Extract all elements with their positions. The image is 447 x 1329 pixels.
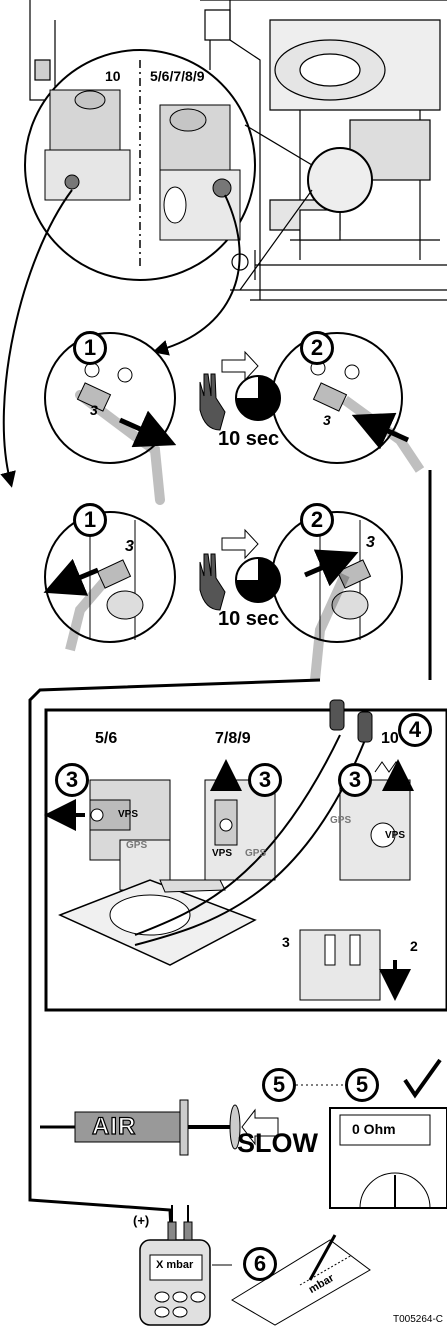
pressure-tube [28,678,321,1251]
pin-3-label: 3 [282,934,290,950]
step-2-badge: 2 [300,331,334,365]
valve-zoom-circle [24,49,256,281]
vps-label: VPS [118,809,139,820]
small-zoom-circle [307,147,373,213]
gps-label: GPS [126,840,148,851]
box-valve-7-9-label: 7/8/9 [215,730,251,747]
step-5-badge: 5 [345,1068,379,1102]
valve-type-5-9-label: 5/6/7/8/9 [150,68,205,84]
vps-label: VPS [385,830,406,841]
step-3-badge: 3 [338,763,372,797]
curved-arrows [0,189,241,488]
step-4-badge: 4 [398,713,432,747]
plus-port-label: (+) [133,1213,150,1228]
valve-type-10-label: 10 [105,68,121,84]
timer-label: 10 sec [218,428,280,450]
air-syringe [40,1099,279,1156]
left-panel [29,0,56,101]
step-1-badge: 1 [73,331,107,365]
zoom-leader-line [244,124,313,166]
step-5-badge: 5 [262,1068,296,1102]
ohmmeter-drawing [296,1058,447,1209]
boiler-sketch [200,0,447,301]
gps-label: GPS [330,815,352,826]
hose-mark: 3 [125,538,134,555]
step-3-badge: 3 [55,763,89,797]
zoom-leader-line [239,189,313,291]
timer-label: 10 sec [218,608,280,630]
box-valve-10-label: 10 [381,730,399,747]
multimeter-probe-drawing [58,699,411,1001]
slow-label: SLOW [237,1128,318,1158]
ohm-reading: 0 Ohm [352,1121,396,1137]
hose-mark: 3 [323,412,331,428]
box-valve-5-6-label: 5/6 [95,730,118,747]
manometer-reading: X mbar [156,1259,194,1271]
hose-mark: 3 [366,534,375,551]
pin-2-label: 2 [410,938,418,954]
gps-label: GPS [245,848,267,859]
step-row-2 [43,511,403,681]
step-3-badge: 3 [248,763,282,797]
step-1-badge: 1 [73,503,107,537]
manometer-drawing [139,1205,371,1326]
vps-label: VPS [212,848,233,859]
hose-mark: 3 [90,402,98,418]
step-2-badge: 2 [300,503,334,537]
air-label: AIR [91,1112,137,1140]
step-row-1 [44,332,425,505]
step-6-badge: 6 [243,1247,277,1281]
figure-reference: T005264-C [392,1314,443,1325]
